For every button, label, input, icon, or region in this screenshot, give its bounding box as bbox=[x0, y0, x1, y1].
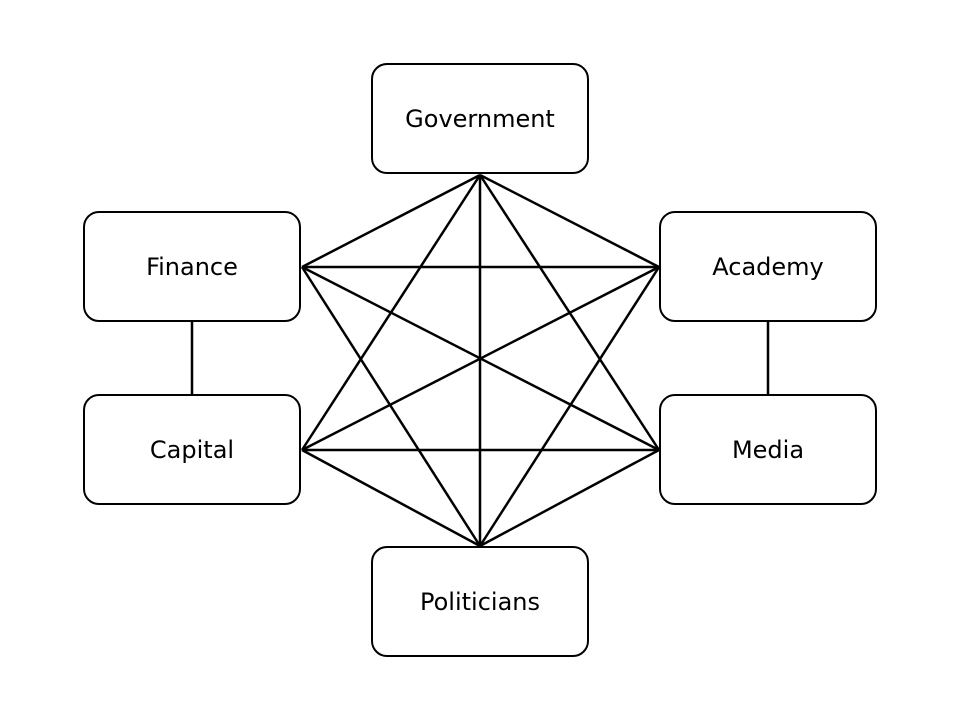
node-label: Finance bbox=[146, 252, 238, 281]
node-politicians: Politicians bbox=[371, 546, 589, 657]
node-label: Politicians bbox=[420, 587, 540, 616]
node-academy: Academy bbox=[659, 211, 877, 322]
edge-academy-politicians bbox=[478, 266, 661, 547]
node-finance: Finance bbox=[83, 211, 301, 322]
edge-finance-politicians bbox=[300, 266, 482, 547]
edge-academy-capital bbox=[301, 265, 660, 452]
edge-media-politicians bbox=[479, 448, 660, 548]
node-label: Academy bbox=[712, 252, 824, 281]
node-media: Media bbox=[659, 394, 877, 505]
node-capital: Capital bbox=[83, 394, 301, 505]
node-label: Media bbox=[731, 435, 805, 464]
node-label: Capital bbox=[149, 435, 235, 464]
edge-government-academy bbox=[479, 173, 660, 269]
edge-government-finance bbox=[301, 173, 481, 269]
node-label: Government bbox=[405, 104, 555, 133]
edge-capital-politicians bbox=[301, 448, 481, 548]
node-government: Government bbox=[371, 63, 589, 174]
